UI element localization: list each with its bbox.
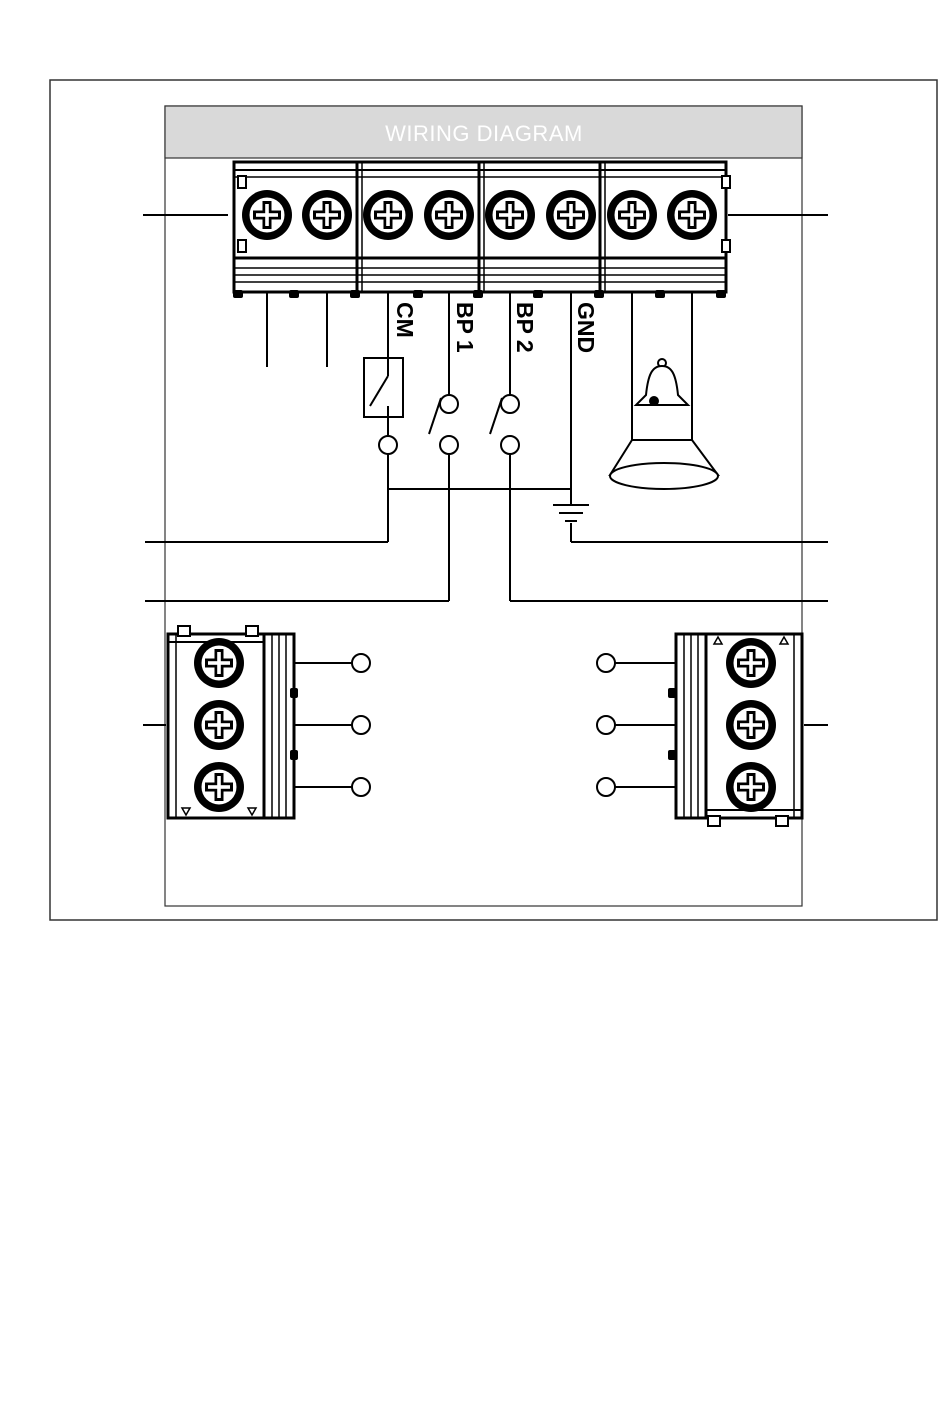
screw-icon	[726, 762, 776, 812]
screw-icon	[667, 190, 717, 240]
bell-icon	[636, 359, 688, 405]
push-button-switch-icon	[490, 395, 519, 454]
relay-terminal	[379, 436, 397, 454]
screw-icon	[607, 190, 657, 240]
screw-icon	[485, 190, 535, 240]
screw-icon	[242, 190, 292, 240]
wires	[145, 292, 828, 601]
ground-symbol-icon	[553, 505, 589, 521]
screw-icon	[302, 190, 352, 240]
diagram-title: WIRING DIAGRAM	[385, 121, 583, 146]
screw-icon	[194, 638, 244, 688]
screw-icon	[194, 762, 244, 812]
terminal-label-cm: CM	[392, 302, 418, 338]
screw-icon	[424, 190, 474, 240]
bottom-left-wires	[294, 654, 370, 796]
bottom-right-terminal-screws	[726, 638, 776, 812]
terminal-label-bp2: BP 2	[512, 302, 538, 353]
screw-icon	[363, 190, 413, 240]
screw-icon	[546, 190, 596, 240]
horn-speaker-icon	[610, 440, 718, 489]
screw-icon	[726, 700, 776, 750]
bottom-right-wires	[597, 654, 676, 796]
push-button-switch-icon	[429, 395, 458, 454]
bottom-left-terminal-screws	[194, 638, 244, 812]
terminal-label-gnd: GND	[573, 302, 599, 353]
relay-contact-icon	[364, 358, 403, 417]
screw-icon	[194, 700, 244, 750]
screw-icon	[726, 638, 776, 688]
terminal-label-bp1: BP 1	[452, 302, 478, 353]
